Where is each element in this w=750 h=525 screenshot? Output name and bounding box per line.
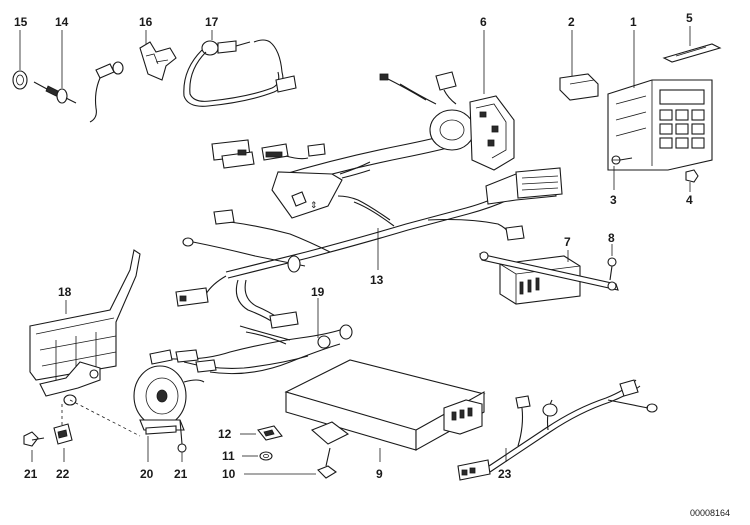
check-control-module: [607, 30, 713, 171]
relay-module-bracket: [479, 250, 619, 305]
label-part-11: 11: [222, 449, 235, 463]
label-part-5: 5: [686, 11, 693, 25]
screw-3: [611, 155, 633, 190]
cover-bracket: [662, 26, 722, 63]
washer-11: [242, 451, 273, 461]
control-unit: [284, 359, 486, 462]
label-part-2: 2: [568, 15, 575, 29]
label-part-15: 15: [14, 15, 28, 29]
label-part-20: 20: [140, 467, 154, 481]
label-part-16: 16: [139, 15, 153, 29]
label-part-12: 12: [218, 427, 232, 441]
horn: [133, 365, 205, 462]
switch-connectors: [211, 139, 326, 169]
leader-lines: [19, 30, 485, 94]
small-relay-module: [559, 30, 599, 101]
label-part-4: 4: [686, 193, 693, 207]
label-part-21-left: 21: [24, 467, 38, 481]
label-part-1: 1: [630, 15, 637, 29]
temperature-sensor: [33, 81, 77, 104]
label-part-7: 7: [564, 235, 571, 249]
screw-4: [685, 169, 699, 192]
label-part-10: 10: [222, 467, 236, 481]
label-part-22: 22: [56, 467, 70, 481]
label-part-3: 3: [610, 193, 617, 207]
part-labels: 15 14 16 17 6 2 1 5 3 4 7 8 13 18 19 12 …: [14, 11, 730, 518]
connector-harness: [457, 379, 658, 481]
sub-wiring-harness: [149, 298, 353, 375]
screw-21-left: [23, 431, 45, 462]
main-wiring-harness: [175, 167, 563, 329]
bolt-10: [244, 447, 337, 479]
label-part-23: 23: [498, 467, 512, 481]
mounting-bracket: [29, 249, 141, 437]
screw-21-right: [177, 419, 187, 462]
label-part-9: 9: [376, 467, 383, 481]
screw-8: [607, 244, 617, 281]
label-part-8: 8: [608, 231, 615, 245]
label-part-14: 14: [55, 15, 69, 29]
cable-with-socket: [183, 39, 297, 107]
svg-text:⇕: ⇕: [310, 200, 318, 210]
wire-clip: [139, 41, 177, 81]
clip-nut: [53, 423, 73, 462]
label-part-21-right: 21: [174, 467, 188, 481]
label-part-13: 13: [370, 273, 384, 287]
label-part-17: 17: [205, 15, 219, 29]
label-part-6: 6: [480, 15, 487, 29]
sensor-lead: [89, 61, 124, 123]
grommet-ring: [12, 70, 28, 90]
steering-column-switch: ⇕: [271, 71, 515, 219]
label-part-19: 19: [311, 285, 325, 299]
diagram-reference-number: 00008164: [690, 508, 730, 518]
clip-12: [240, 425, 283, 441]
label-part-18: 18: [58, 285, 72, 299]
